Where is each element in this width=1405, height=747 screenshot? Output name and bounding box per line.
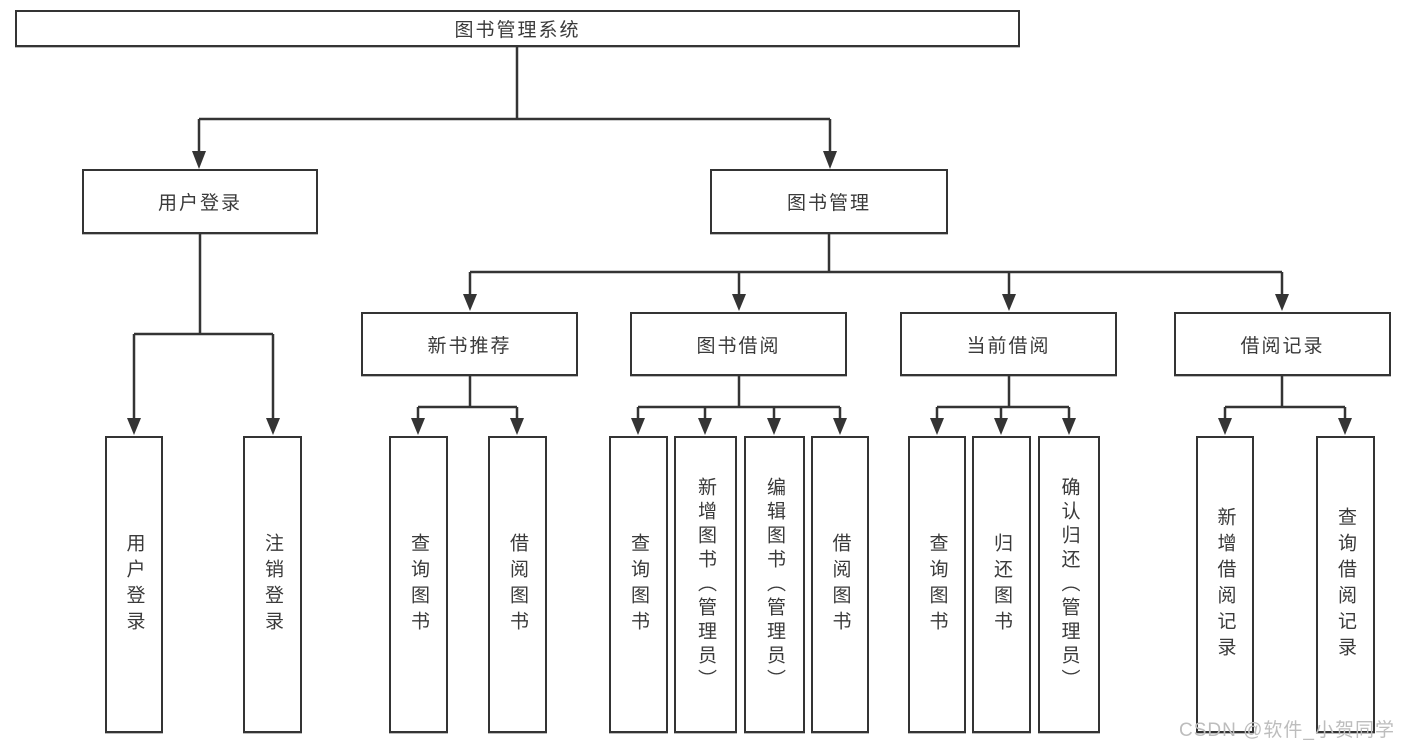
- arrowhead: [631, 418, 645, 435]
- arrowhead: [510, 418, 524, 435]
- arrowhead: [1338, 418, 1352, 435]
- leaf-add-borrow-record: 新增借阅记录: [1196, 436, 1254, 733]
- arrowhead: [823, 151, 837, 169]
- arrowhead: [1002, 294, 1016, 311]
- arrowhead: [1062, 418, 1076, 435]
- leaf-logout: 注销登录: [243, 436, 302, 733]
- leaf-query-borrow-record: 查询借阅记录: [1316, 436, 1375, 733]
- edge-user-login-children: [127, 234, 280, 435]
- node-book-management: 图书管理: [710, 169, 948, 234]
- csdn-watermark: CSDN @软件_小贺同学: [1179, 720, 1395, 741]
- leaf-query-book-current: 查询图书: [908, 436, 966, 733]
- node-book-borrowing: 图书借阅: [630, 312, 847, 376]
- edge-borrow-record-children: [1218, 376, 1352, 435]
- leaf-borrow-book: 借阅图书: [811, 436, 869, 733]
- leaf-user-login: 用户登录: [105, 436, 163, 733]
- leaf-return-book: 归还图书: [972, 436, 1031, 733]
- edge-new-book-children: [411, 376, 524, 435]
- node-user-login: 用户登录: [82, 169, 318, 234]
- node-new-book-recommend: 新书推荐: [361, 312, 578, 376]
- arrowhead: [127, 418, 141, 435]
- arrowhead: [767, 418, 781, 435]
- arrowhead: [192, 151, 206, 169]
- leaf-borrow-book-recommend: 借阅图书: [488, 436, 547, 733]
- node-current-borrowing: 当前借阅: [900, 312, 1117, 376]
- edge-root-to-level2: [192, 47, 837, 169]
- node-borrowing-records: 借阅记录: [1174, 312, 1391, 376]
- arrowhead: [266, 418, 280, 435]
- arrowhead: [411, 418, 425, 435]
- edge-current-borrow-children: [930, 376, 1076, 435]
- leaf-add-book-admin: 新增图书（管理员）: [674, 436, 737, 733]
- edge-book-mgmt-children: [463, 234, 1289, 311]
- arrowhead: [698, 418, 712, 435]
- arrowhead: [1275, 294, 1289, 311]
- leaf-query-book-recommend: 查询图书: [389, 436, 448, 733]
- node-root-system: 图书管理系统: [15, 10, 1020, 47]
- leaf-edit-book-admin: 编辑图书（管理员）: [744, 436, 805, 733]
- arrowhead: [833, 418, 847, 435]
- arrowhead: [994, 418, 1008, 435]
- arrowhead: [1218, 418, 1232, 435]
- leaf-confirm-return-admin: 确认归还（管理员）: [1038, 436, 1100, 733]
- leaf-query-book-borrowing: 查询图书: [609, 436, 668, 733]
- arrowhead: [463, 294, 477, 311]
- arrowhead: [930, 418, 944, 435]
- edge-book-borrow-children: [631, 376, 847, 435]
- arrowhead: [732, 294, 746, 311]
